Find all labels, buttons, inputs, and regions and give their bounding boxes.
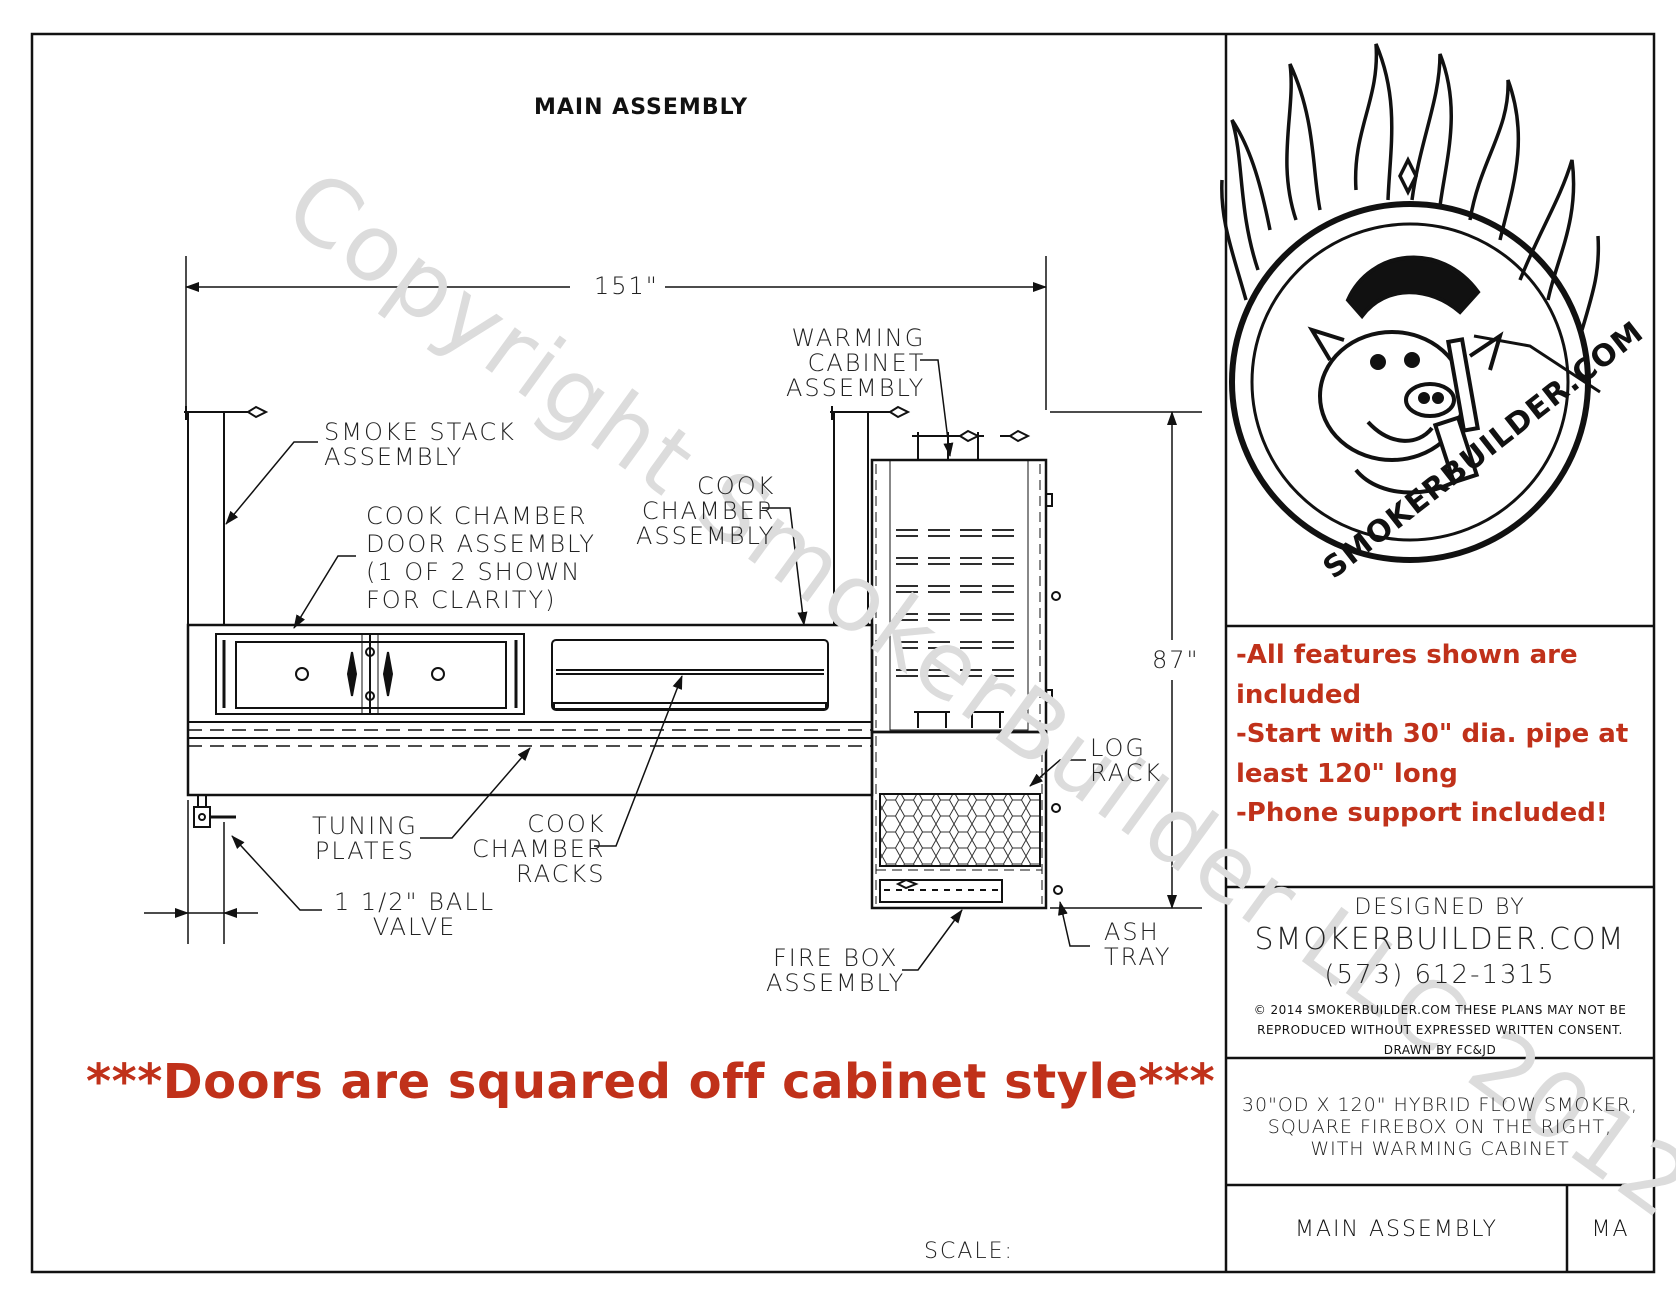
overall-width-dimension: 151": [588, 273, 665, 300]
ball-valve-drawing: [193, 794, 236, 828]
sheet-border: [30, 32, 1656, 1274]
sheet-code: MA: [1591, 1217, 1630, 1242]
drawing-title: MAIN ASSEMBLY: [534, 95, 749, 120]
copyright-notice: © 2014 SMOKERBUILDER.COM THESE PLANS MAY…: [1253, 1003, 1627, 1057]
fire-box: [870, 730, 1063, 910]
company-phone: (573) 612-1315: [1324, 960, 1556, 990]
copyright-icon: ©: [1253, 1003, 1267, 1017]
note-line: -All features shown are: [1236, 640, 1578, 670]
dimensions: [144, 256, 1202, 944]
designed-by-label: DESIGNED BY: [1354, 895, 1526, 920]
flames-icon: [1220, 43, 1601, 331]
right-smoke-stack: [830, 405, 911, 625]
drawing-description: 30"OD X 120" HYBRID FLOW SMOKER, SQUARE …: [1241, 1094, 1639, 1160]
cook-chamber-door: [215, 633, 525, 715]
sheet-name: MAIN ASSEMBLY: [1294, 1217, 1498, 1242]
note-line: least 120" long: [1236, 758, 1458, 789]
pig-mascot-icon: [1307, 255, 1601, 495]
doors-note-banner: ***Doors are squared off cabinet style**…: [86, 1054, 1216, 1110]
smokerbuilder-logo-graphic: [1220, 43, 1601, 563]
note-line: -Phone support included!: [1236, 798, 1608, 828]
note-line: included: [1236, 679, 1362, 710]
overall-height-dimension: 87": [1148, 647, 1204, 674]
note-line: -Start with 30" dia. pipe at: [1236, 719, 1629, 749]
feature-notes: -All features shown are included -Start …: [1236, 636, 1636, 834]
cook-chamber-racks-drawing: [551, 639, 829, 711]
smoker-drawing: [184, 405, 1063, 910]
company-name: SMOKERBUILDER.COM: [1254, 922, 1626, 957]
scale-label: SCALE:: [924, 1239, 1014, 1264]
leader-lines: [225, 359, 1090, 971]
left-smoke-stack: [184, 405, 269, 625]
